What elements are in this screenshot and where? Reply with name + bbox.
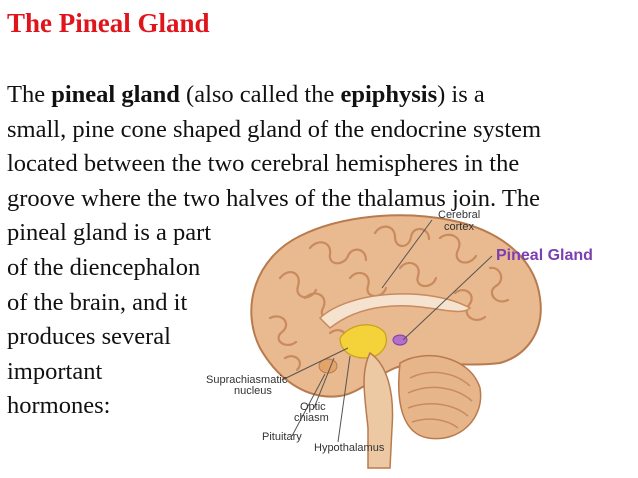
optic-chiasm-label-1: Optic: [300, 401, 326, 413]
slide-title: The Pineal Gland: [7, 8, 210, 38]
cerebral-cortex-label-1: Cerebral: [438, 209, 480, 221]
paragraph-line-2: small, pine cone shaped gland of the end…: [7, 115, 542, 143]
brain-diagram: Cerebral cortex Pineal Gland Suprachiasm…: [200, 198, 638, 478]
pituitary-label: Pituitary: [262, 431, 302, 443]
brain-illustration: Cerebral cortex Pineal Gland Suprachiasm…: [206, 209, 593, 469]
description-paragraph: The pineal gland (also called the epiphy…: [7, 78, 635, 424]
corpus-callosum: [318, 293, 472, 330]
hypothalamus-region: [339, 324, 387, 359]
cerebellum: [398, 355, 482, 440]
gyri-folds: [268, 225, 510, 372]
optic-chiasm-label-2: chiasm: [294, 412, 329, 424]
paragraph-line-6: of the diencephalon: [7, 253, 201, 281]
text-segment: (also called the: [179, 81, 341, 108]
text-segment: The: [7, 81, 52, 108]
term-pineal-gland: pineal gland: [51, 81, 180, 108]
term-epiphysis: epiphysis: [340, 81, 438, 108]
paragraph-line-5: pineal gland is a part: [7, 219, 212, 247]
paragraph-line-3: located between the two cerebral hemisph…: [7, 150, 520, 178]
cerebellum-folds: [407, 371, 473, 429]
paragraph-line-7: of the brain, and it: [7, 288, 188, 316]
suprachiasmatic-label-1: Suprachiasmatic: [206, 374, 288, 386]
cerebral-cortex-label-2: cortex: [444, 221, 474, 233]
pineal-body: [392, 334, 408, 346]
suprachiasmatic-label-2: nucleus: [234, 385, 272, 397]
paragraph-line-1: The pineal gland (also called the epiphy…: [7, 78, 635, 113]
text-segment: ) is a: [437, 81, 485, 108]
brainstem: [363, 351, 394, 469]
hypothalamus-label: Hypothalamus: [314, 442, 385, 454]
paragraph-line-10: hormones:: [7, 392, 111, 420]
pineal-gland-label: Pineal Gland: [496, 247, 593, 264]
paragraph-line-4: groove where the two halves of the thala…: [7, 184, 540, 212]
paragraph-line-9: important: [7, 357, 103, 385]
label-leaders: [281, 219, 493, 443]
paragraph-line-8: produces several: [7, 323, 171, 351]
